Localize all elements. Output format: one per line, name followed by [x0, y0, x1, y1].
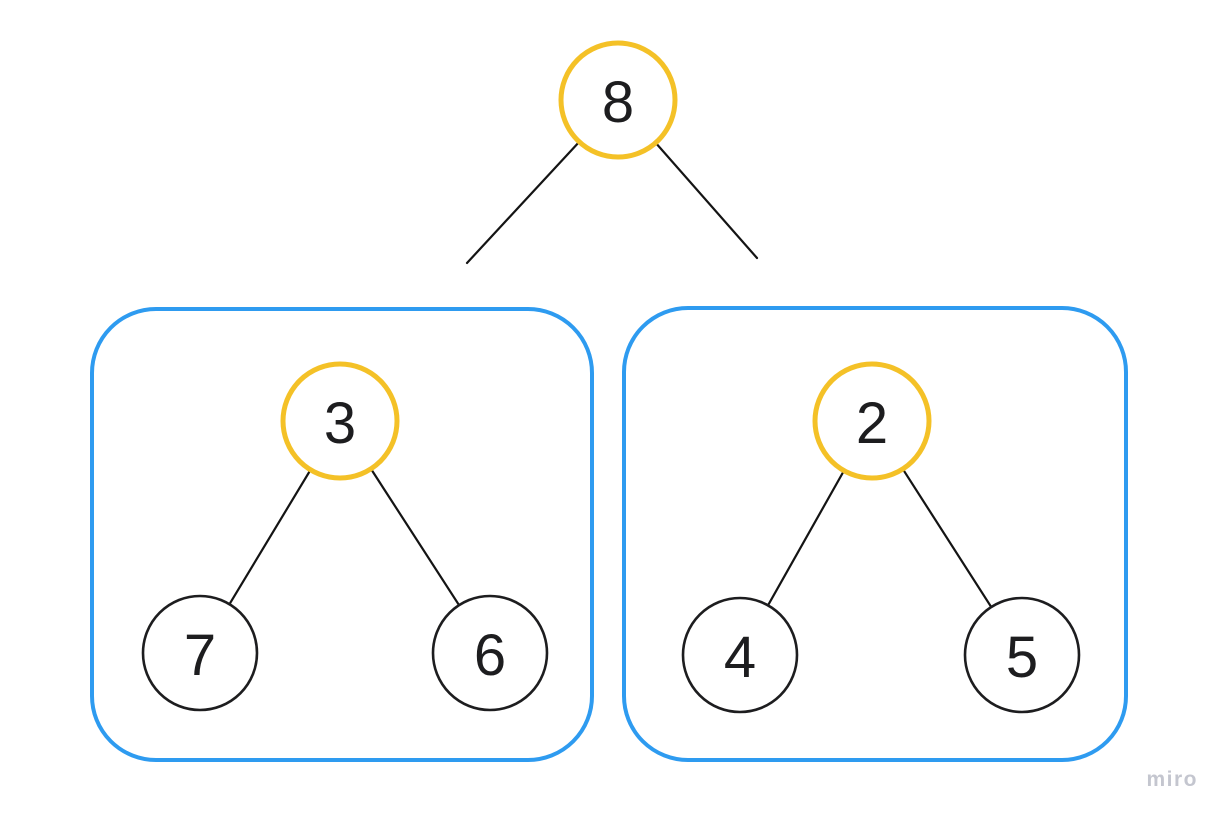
node-4-circle[interactable] [681, 596, 799, 714]
node-5-label: 5 [1006, 625, 1038, 690]
left-group-frame[interactable] [90, 307, 594, 762]
node-3-label: 3 [324, 391, 356, 456]
node-8-label: 8 [602, 70, 634, 135]
node-2-label: 2 [856, 391, 888, 456]
node-6-circle[interactable] [431, 594, 549, 712]
miro-watermark: miro [1146, 768, 1198, 791]
node-2-circle[interactable] [812, 361, 932, 481]
node-3-circle[interactable] [280, 361, 400, 481]
node-5-circle[interactable] [963, 596, 1081, 714]
node-7-label: 7 [184, 623, 216, 688]
node-8-circle[interactable] [558, 40, 678, 160]
right-group-frame[interactable] [622, 306, 1128, 762]
node-6-label: 6 [474, 623, 506, 688]
node-7-circle[interactable] [141, 594, 259, 712]
node-4-label: 4 [724, 625, 756, 690]
